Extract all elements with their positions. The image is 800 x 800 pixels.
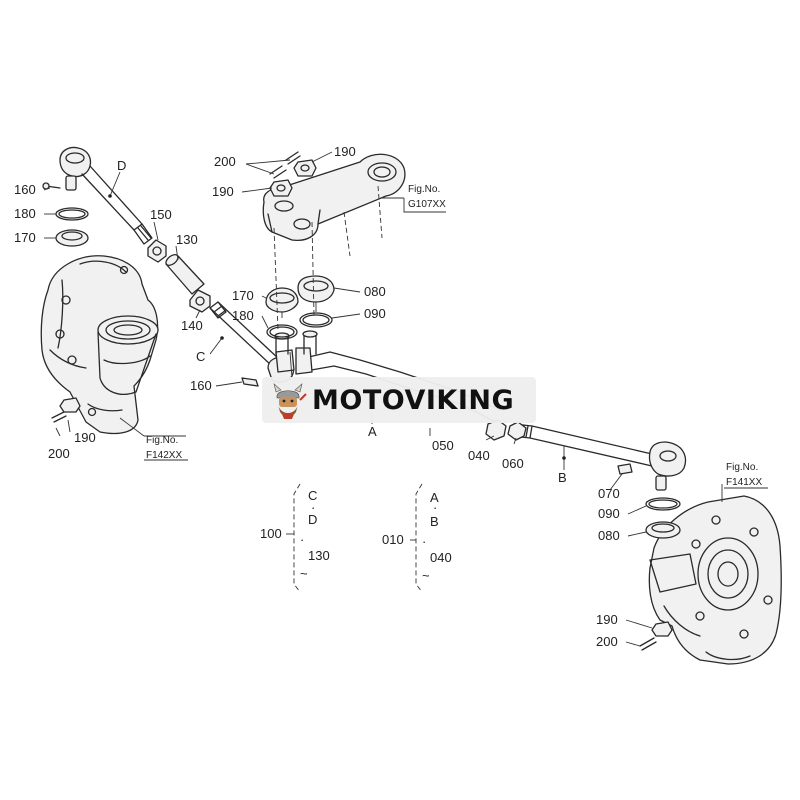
callout-180: 180: [14, 206, 36, 221]
assembly-100-group: 100 C · D · 130 ~: [260, 488, 330, 581]
assembly-010-group: 010 A · B · 040 ~: [382, 490, 452, 583]
figure-references: Fig.No. G107XX Fig.No. F142XX Fig.No. F1…: [144, 184, 768, 489]
assembly-100-line-1: C: [308, 488, 317, 503]
callout-130: 130: [176, 232, 198, 247]
callout-090-center: 090: [364, 306, 386, 321]
boot-080-right: [645, 521, 681, 539]
callout-060: 060: [502, 456, 524, 471]
callout-d: D: [117, 158, 126, 173]
callout-200-top: 200: [214, 154, 236, 169]
sleeve-130: [165, 254, 205, 295]
assembly-100-line-3: D: [308, 512, 317, 527]
right-knuckle-housing: [648, 495, 782, 665]
assembly-100-number: 100: [260, 526, 282, 541]
right-tie-rod-b: [511, 423, 687, 491]
assembly-010-line-5: 040: [430, 550, 452, 565]
callout-150: 150: [150, 207, 172, 222]
watermark-banner: MOTOVIKING: [262, 377, 536, 423]
callout-070: 070: [598, 486, 620, 501]
left-knuckle-housing: [40, 255, 159, 435]
callout-c: C: [196, 349, 205, 364]
steering-arm: [262, 153, 406, 242]
assembly-010-number: 010: [382, 532, 404, 547]
assembly-010-line-6: ~: [422, 568, 430, 583]
boot-170-left: [55, 229, 89, 247]
fig-f141-code: F141XX: [726, 477, 762, 488]
callout-190-right: 190: [596, 612, 618, 627]
ring-090-right: [645, 497, 681, 511]
fig-g107-label: Fig.No.: [408, 184, 440, 195]
ring-180-left: [55, 207, 89, 221]
boot-080-center: [297, 275, 335, 303]
callout-160-c: 160: [190, 378, 212, 393]
callout-labels: 160 180 170 D 150 130 140 C 160 190 200 …: [14, 144, 620, 649]
callout-a: A: [368, 424, 377, 439]
fig-f142-code: F142XX: [146, 450, 182, 461]
callout-090-right: 090: [598, 506, 620, 521]
castle-nut-190-right: [293, 159, 317, 177]
fig-g107-code: G107XX: [408, 199, 446, 210]
assembly-010-line-1: A: [430, 490, 439, 505]
ring-090-center: [299, 312, 333, 328]
grease-nipple-160-c: [241, 377, 259, 387]
callout-200-right: 200: [596, 634, 618, 649]
callout-b: B: [558, 470, 567, 485]
callout-080-right: 080: [598, 528, 620, 543]
nut-190-right-knuckle: [639, 621, 673, 651]
callout-040: 040: [468, 448, 490, 463]
assembly-010-line-3: B: [430, 514, 439, 529]
callout-170: 170: [14, 230, 36, 245]
nut-140: [189, 289, 211, 313]
callout-200-left: 200: [48, 446, 70, 461]
viking-mascot-logo-icon: [273, 383, 307, 419]
watermark-text: MOTOVIKING: [312, 384, 515, 416]
leader-lines: [43, 151, 723, 647]
assembly-100-line-6: ~: [300, 566, 308, 581]
callout-170-center: 170: [232, 288, 254, 303]
assembly-bracket-100: [286, 483, 301, 593]
assembly-bracket-010: [410, 483, 423, 593]
boot-170-center: [265, 287, 299, 313]
callout-180-center: 180: [232, 308, 254, 323]
callout-190-top-right: 190: [334, 144, 356, 159]
ring-180-center: [266, 324, 298, 340]
assembly-100-line-2: ·: [311, 500, 315, 515]
callout-160: 160: [14, 182, 36, 197]
castle-nut-190-left: [269, 179, 293, 197]
nut-040: [485, 419, 507, 441]
assembly-100-line-5: 130: [308, 548, 330, 563]
fig-f141-label: Fig.No.: [726, 462, 758, 473]
fig-f142-label: Fig.No.: [146, 435, 178, 446]
nut-190-left-knuckle: [51, 397, 81, 423]
ball-stud-right: [302, 330, 318, 355]
callout-140: 140: [181, 318, 203, 333]
cotter-pins-200: [269, 151, 301, 179]
nut-150: [147, 239, 167, 263]
callout-050: 050: [432, 438, 454, 453]
left-tie-rod-end: [59, 146, 153, 245]
assembly-010-line-4: ·: [422, 534, 426, 549]
grease-nipple-160-left: [42, 182, 61, 190]
callout-080-center: 080: [364, 284, 386, 299]
callout-190-top-left: 190: [212, 184, 234, 199]
grease-nipple-070: [617, 463, 633, 475]
callout-190-left: 190: [74, 430, 96, 445]
assembly-100-line-4: ·: [300, 532, 304, 547]
assembly-010-line-2: ·: [433, 500, 437, 515]
